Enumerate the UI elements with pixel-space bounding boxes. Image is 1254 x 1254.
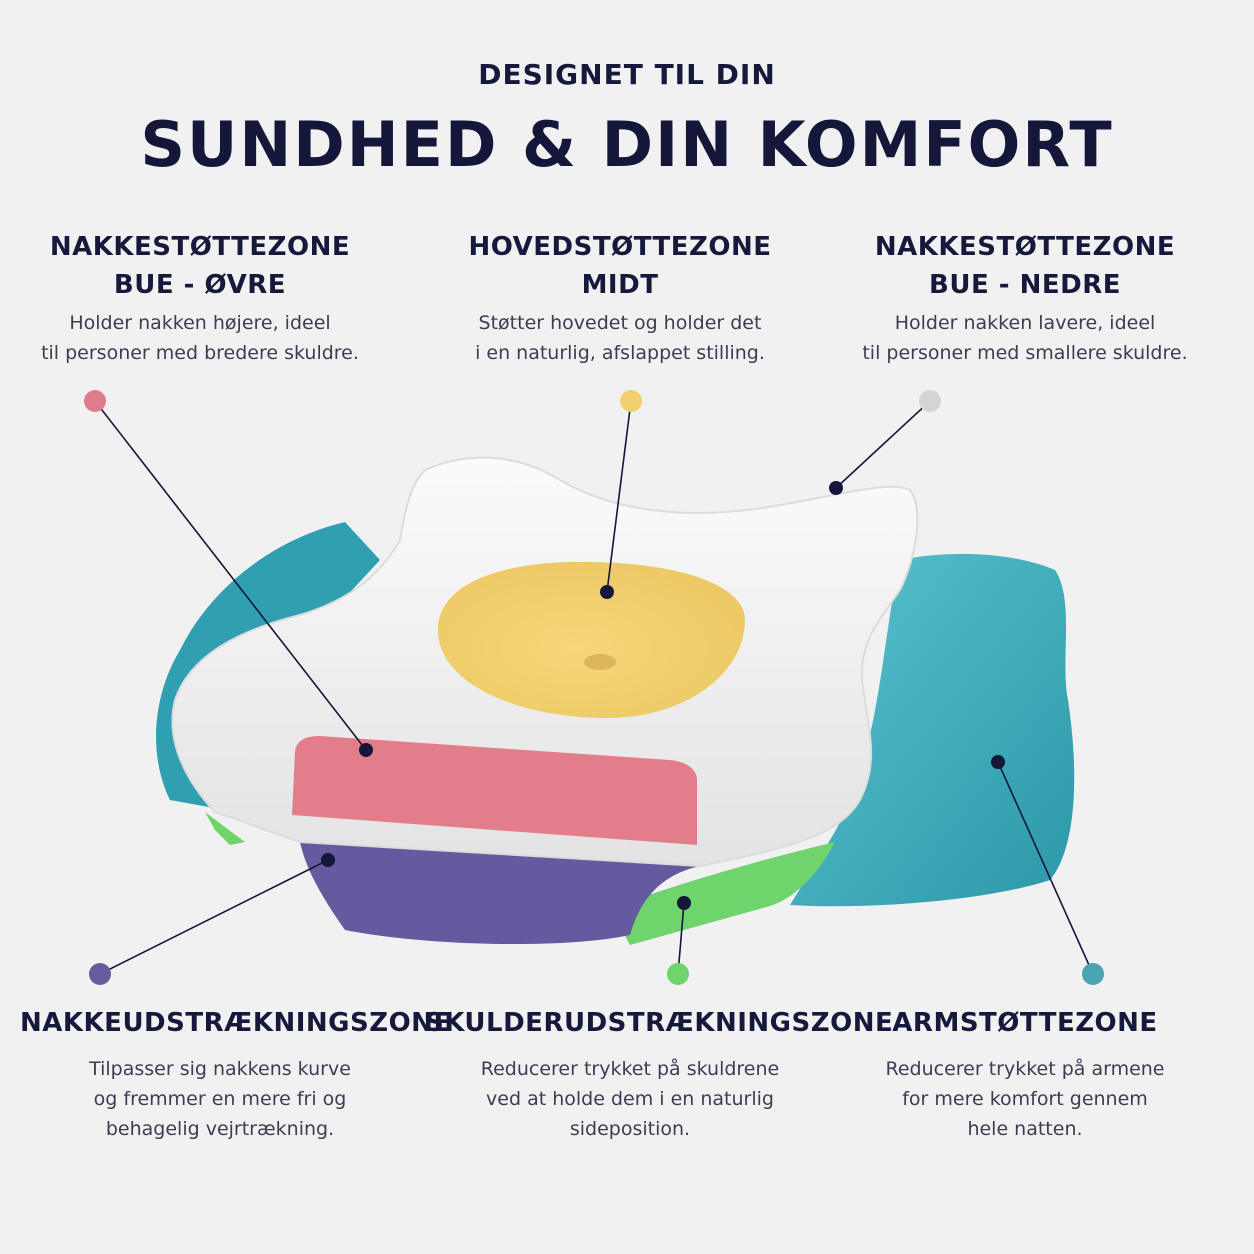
callout-line-shoulder-stretch	[677, 902, 685, 975]
zone-head-description: Støtter hovedet og holder det i en natur…	[440, 308, 800, 368]
endpoint-head	[600, 585, 614, 599]
pillow-neck-stretch-base	[300, 842, 700, 945]
header-title: SUNDHED & DIN KOMFORT	[140, 108, 1114, 181]
zone-lower-description: Holder nakken lavere, ideel til personer…	[840, 308, 1210, 368]
zone-shoulder-stretch-desc-line2: ved at holde dem i en naturlig	[486, 1088, 774, 1110]
zone-lower-desc-line1: Holder nakken lavere, ideel	[894, 312, 1156, 334]
dot-lower-arch	[919, 390, 941, 412]
zone-head-desc-line1: Støtter hovedet og holder det	[478, 312, 762, 334]
zone-shoulder-stretch-description: Reducerer trykket på skuldrene ved at ho…	[425, 1054, 835, 1144]
callout-line-neck-stretch	[99, 859, 329, 975]
zone-head-desc-line2: i en naturlig, afslappet stilling.	[475, 342, 765, 364]
zone-arm-desc-line3: hele natten.	[967, 1118, 1083, 1140]
callout-line-upper	[94, 400, 367, 751]
dot-neck-stretch	[89, 963, 111, 985]
zone-upper-desc-line1: Holder nakken højere, ideel	[69, 312, 331, 334]
dot-upper-arch	[84, 390, 106, 412]
zone-lower-arch: NAKKESTØTTEZONE BUE - NEDRE Holder nakke…	[840, 228, 1210, 368]
zone-neck-stretch-desc-line1: Tilpasser sig nakkens kurve	[89, 1058, 351, 1080]
pillow-shoulder-band-right	[619, 842, 835, 945]
callout-line-lower	[835, 400, 931, 489]
endpoint-lower	[829, 481, 843, 495]
header-kicker: DESIGNET TIL DIN	[478, 58, 776, 91]
pillow-head-support-zone	[437, 561, 745, 719]
zone-neck-stretch-desc-line2: og fremmer en mere fri og	[93, 1088, 347, 1110]
pillow-arm-support-block	[790, 553, 1075, 907]
endpoint-shoulder-stretch	[677, 896, 691, 910]
zone-arm-title: ARMSTØTTEZONE	[892, 1008, 1158, 1038]
zone-upper-arch: NAKKESTØTTEZONE BUE - ØVRE Holder nakken…	[20, 228, 380, 368]
dot-head-support	[620, 390, 642, 412]
pillow-upper-arch-band	[292, 736, 697, 845]
zone-shoulder-stretch-desc-line1: Reducerer trykket på skuldrene	[480, 1058, 780, 1080]
zone-upper-title-line2: BUE - ØVRE	[113, 270, 287, 300]
zone-head-title-line2: MIDT	[581, 270, 659, 300]
dot-shoulder-stretch	[667, 963, 689, 985]
callout-line-head	[606, 400, 632, 593]
zone-arm-desc-line2: for mere komfort gennem	[902, 1088, 1148, 1110]
zone-upper-title-line1: NAKKESTØTTEZONE	[49, 232, 351, 262]
zone-shoulder-stretch-desc-line3: sideposition.	[569, 1118, 691, 1140]
zone-shoulder-stretch-title: SKULDERUDSTRÆKNINGSZONE	[425, 1008, 894, 1038]
zone-neck-stretch: NAKKEUDSTRÆKNINGSZONE Tilpasser sig nakk…	[20, 1004, 452, 1144]
zone-neck-stretch-description: Tilpasser sig nakkens kurve og fremmer e…	[20, 1054, 420, 1144]
zone-lower-title-line1: NAKKESTØTTEZONE	[874, 232, 1176, 262]
zone-lower-desc-line2: til personer med smallere skuldre.	[862, 342, 1188, 364]
zone-lower-title-line2: BUE - NEDRE	[929, 270, 1121, 300]
endpoint-neck-stretch	[321, 853, 335, 867]
dot-arm-support	[1082, 963, 1104, 985]
pillow-shoulder-band-left	[205, 812, 245, 845]
zone-shoulder-stretch: SKULDERUDSTRÆKNINGSZONE Reducerer trykke…	[425, 1004, 894, 1144]
zone-arm-desc-line1: Reducerer trykket på armene	[885, 1058, 1165, 1080]
zone-arm-description: Reducerer trykket på armene for mere kom…	[850, 1054, 1200, 1144]
zone-arm-support: ARMSTØTTEZONE Reducerer trykket på armen…	[850, 1004, 1200, 1144]
zone-neck-stretch-desc-line3: behagelig vejrtrækning.	[105, 1118, 335, 1140]
zone-head-title-line1: HOVEDSTØTTEZONE	[468, 232, 772, 262]
zone-head-support: HOVEDSTØTTEZONE MIDT Støtter hovedet og …	[440, 228, 800, 368]
zone-upper-description: Holder nakken højere, ideel til personer…	[20, 308, 380, 368]
zone-neck-stretch-title: NAKKEUDSTRÆKNINGSZONE	[20, 1008, 452, 1038]
pillow-head-dimple	[584, 654, 616, 670]
endpoint-arm	[991, 755, 1005, 769]
zone-upper-desc-line2: til personer med bredere skuldre.	[41, 342, 359, 364]
endpoint-upper	[359, 743, 373, 757]
callout-line-arm	[997, 761, 1094, 975]
